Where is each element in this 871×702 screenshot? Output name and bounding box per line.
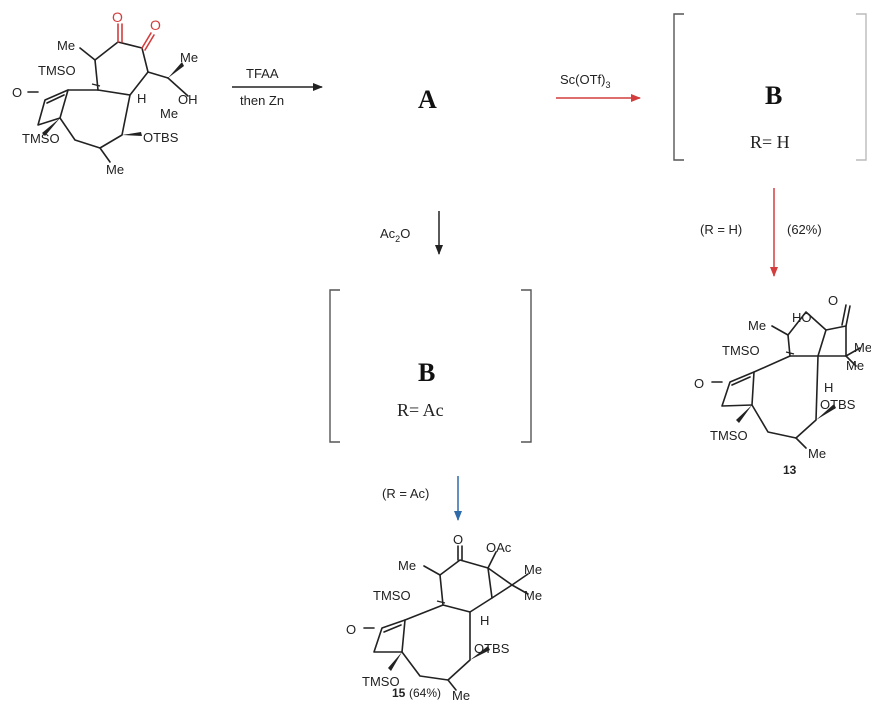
o-label-13: O (828, 293, 838, 308)
me-label-13c: Me (846, 358, 864, 373)
intermediate-a: A (418, 85, 437, 114)
me-label-1: Me (57, 38, 75, 53)
me-label-13d: Me (808, 446, 826, 461)
tmso-label-2: TMSO (22, 131, 60, 146)
bracket-left-bottom (329, 289, 340, 443)
intermediate-b-top: B (765, 81, 782, 110)
compound-15-label: 15 (392, 686, 406, 700)
me-label-15a: Me (398, 558, 416, 573)
me-label-4: Me (106, 162, 124, 177)
ho-label-13: HO (792, 310, 812, 325)
tmso-label-15a: TMSO (373, 588, 411, 603)
reagent-ac2o: Ac2O (380, 226, 410, 244)
condition-r-h: (R = H) (700, 222, 742, 237)
yield-64: (64%) (409, 686, 441, 700)
compound-13-structure (711, 304, 861, 449)
enone-o-13: O (694, 376, 704, 391)
b-top-r-label: R= H (750, 132, 790, 152)
bracket-right-top (856, 13, 867, 161)
otbs-label-1: OTBS (143, 130, 179, 145)
oh-label: OH (178, 92, 198, 107)
me-label-13a: Me (748, 318, 766, 333)
otbs-label-15: OTBS (474, 641, 510, 656)
h-label-1: H (137, 91, 146, 106)
me-label-3: Me (160, 106, 178, 121)
oac-label-15: OAc (486, 540, 512, 555)
me-label-15b: Me (524, 562, 542, 577)
tmso-label-1: TMSO (38, 63, 76, 78)
b-bottom-r-label: R= Ac (397, 400, 444, 420)
h-label-15: H (480, 613, 489, 628)
bracket-right-bottom (521, 289, 532, 443)
bracket-left-top (673, 13, 684, 161)
me-label-13b: Me (854, 340, 871, 355)
yield-62: (62%) (787, 222, 822, 237)
o-label-15: O (453, 532, 463, 547)
intermediate-b-bottom: B (418, 358, 435, 387)
me-label-15c: Me (524, 588, 542, 603)
reagent-sc-otf3: Sc(OTf)3 (560, 72, 611, 90)
tmso-label-15b: TMSO (362, 674, 400, 689)
otbs-label-13: OTBS (820, 397, 856, 412)
h-label-13: H (824, 380, 833, 395)
reagent-tfaa: TFAA (246, 66, 279, 81)
ketone-o-1: O (112, 9, 123, 25)
ketone-o-2: O (150, 17, 161, 33)
tmso-label-13b: TMSO (710, 428, 748, 443)
reagent-then-zn: then Zn (240, 93, 284, 108)
condition-r-ac: (R = Ac) (382, 486, 429, 501)
tmso-label-13a: TMSO (722, 343, 760, 358)
starting-material-structure (27, 23, 189, 163)
enone-o-15: O (346, 622, 356, 637)
me-label-2: Me (180, 50, 198, 65)
me-label-15d: Me (452, 688, 470, 702)
compound-13-label: 13 (783, 463, 797, 477)
enone-o-1: O (12, 85, 22, 100)
compound-15-structure (363, 545, 529, 691)
